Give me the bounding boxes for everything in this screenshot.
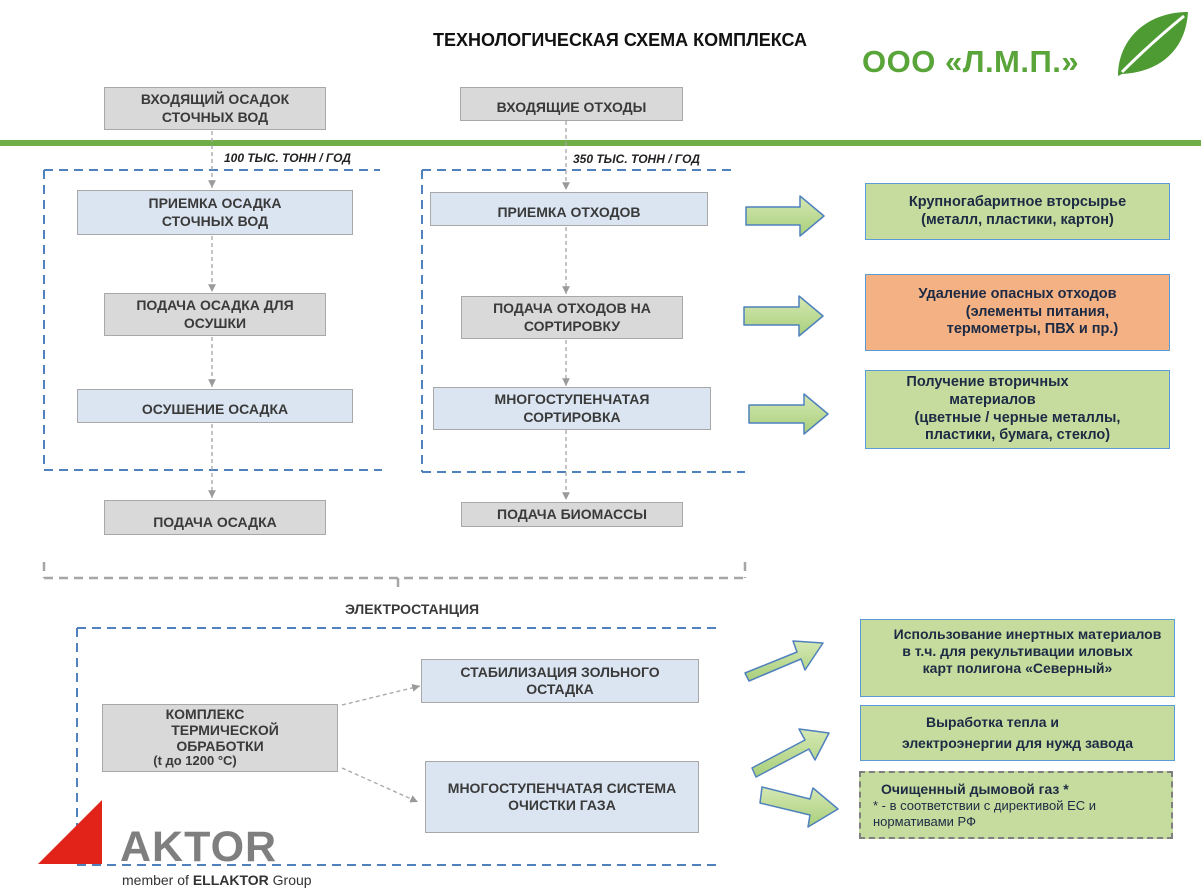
thermal-complex-line2: ТЕРМИЧЕСКОЙ	[171, 721, 279, 738]
sludge-reception-label: ПРИЕМКА ОСАДКА СТОЧНЫХ ВОД	[148, 195, 282, 229]
input-sewage-sludge-label: ВХОДЯЩИЙ ОСАДОК СТОЧНЫХ ВОД	[140, 91, 290, 125]
gas-cleaning-label: МНОГОСТУПЕНЧАТАЯ СИСТЕМА ОЧИСТКИ ГАЗА	[447, 779, 677, 813]
result-secondary-materials-box: Получение вторичных материалов (цветные …	[865, 370, 1170, 449]
result-recyclables-line2: (металл, пластики, картон)	[921, 211, 1114, 228]
ash-stabilization-box: СТАБИЛИЗАЦИЯ ЗОЛЬНОГО ОСТАДКА	[421, 659, 699, 703]
sludge-feed-for-drying-label: ПОДАЧА ОСАДКА ДЛЯ ОСУШКИ	[136, 297, 294, 331]
result-secondary-line2: материалов	[949, 391, 1036, 408]
sludge-drying-box: ОСУШЕНИЕ ОСАДКА	[77, 389, 353, 423]
waste-capacity-label: 350 ТЫС. ТОНН / ГОД	[573, 152, 700, 166]
biomass-supply-box: ПОДАЧА БИОМАССЫ	[461, 502, 683, 527]
result-energy-box: Выработка тепла и электроэнергии для нуж…	[860, 705, 1175, 761]
result-flue-gas-box: Очищенный дымовой газ * * - в соответств…	[859, 771, 1173, 839]
multistage-sorting-box: МНОГОСТУПЕНЧАТАЯ СОРТИРОВКА	[433, 387, 711, 430]
input-waste-label: ВХОДЯЩИЕ ОТХОДЫ	[496, 99, 647, 116]
waste-reception-label: ПРИЕМКА ОТХОДОВ	[497, 204, 641, 221]
result-hazardous-line2: (элементы питания,	[965, 303, 1110, 320]
thermal-complex-line3: ОБРАБОТКИ	[176, 737, 264, 754]
sludge-capacity-label: 100 ТЫС. ТОНН / ГОД	[224, 151, 351, 165]
arrow-to-secondary	[748, 393, 829, 435]
waste-feed-to-sorting-label: ПОДАЧА ОТХОДОВ НА СОРТИРОВКУ	[493, 300, 651, 334]
result-energy-line2: электроэнергии для нужд завода	[901, 735, 1134, 751]
result-secondary-line3: (цветные / черные металлы,	[914, 409, 1121, 426]
result-secondary-line1: Получение вторичных	[906, 374, 1069, 391]
input-sewage-sludge-box: ВХОДЯЩИЙ ОСАДОК СТОЧНЫХ ВОД	[104, 87, 326, 130]
biomass-supply-label: ПОДАЧА БИОМАССЫ	[497, 505, 647, 522]
tagline-suffix: Group	[268, 872, 312, 888]
green-arrows	[743, 195, 839, 828]
result-inert-line3: карт полигона «Северный»	[922, 660, 1113, 677]
arrow-to-inert	[744, 640, 824, 682]
result-secondary-line4: пластики, бумага, стекло)	[924, 427, 1111, 444]
waste-feed-to-sorting-box: ПОДАЧА ОТХОДОВ НА СОРТИРОВКУ	[461, 296, 683, 339]
gas-cleaning-box: МНОГОСТУПЕНЧАТАЯ СИСТЕМА ОЧИСТКИ ГАЗА	[425, 761, 699, 833]
result-flue-gas-note1: * - в соответствии с директивой ЕС и	[873, 797, 1097, 813]
aktor-logo-tagline: member of ELLAKTOR Group	[122, 872, 312, 888]
result-flue-gas-title: Очищенный дымовой газ *	[881, 780, 1069, 797]
waste-reception-box: ПРИЕМКА ОТХОДОВ	[430, 192, 708, 226]
arrow-to-energy	[751, 728, 830, 778]
sludge-reception-box: ПРИЕМКА ОСАДКА СТОЧНЫХ ВОД	[77, 190, 353, 235]
sludge-supply-box: ПОДАЧА ОСАДКА	[104, 500, 326, 535]
result-inert-line2: в т.ч. для рекультивации иловых	[902, 643, 1133, 660]
sludge-drying-label: ОСУШЕНИЕ ОСАДКА	[141, 401, 289, 418]
tagline-prefix: member of	[122, 872, 193, 888]
sludge-supply-label: ПОДАЧА ОСАДКА	[153, 513, 277, 530]
power-station-label: ЭЛЕКТРОСТАНЦИЯ	[345, 601, 480, 617]
diagram-title: ТЕХНОЛОГИЧЕСКАЯ СХЕМА КОМПЛЕКСА	[432, 30, 808, 50]
thermal-treatment-complex-box: КОМПЛЕКС ТЕРМИЧЕСКОЙ ОБРАБОТКИ (t до 120…	[102, 704, 338, 772]
result-energy-line1: Выработка тепла и	[925, 714, 1060, 730]
result-recyclables-box: Крупногабаритное вторсырье (металл, плас…	[865, 183, 1170, 240]
thermal-complex-line4: (t до 1200 °С)	[153, 753, 237, 769]
result-inert-line1: Использование инертных материалов	[893, 626, 1162, 642]
arrow-to-hazardous	[743, 295, 824, 337]
merge-bracket	[42, 562, 747, 592]
leaf-logo-icon	[1118, 12, 1188, 76]
ash-stabilization-label: СТАБИЛИЗАЦИЯ ЗОЛЬНОГО ОСТАДКА	[460, 663, 660, 697]
result-inert-materials-box: Использование инертных материалов в т.ч.…	[860, 619, 1175, 697]
tagline-brand: ELLAKTOR	[192, 872, 269, 888]
arrow-to-flue-gas	[759, 786, 839, 828]
input-waste-box: ВХОДЯЩИЕ ОТХОДЫ	[460, 87, 683, 121]
aktor-logo-triangle-icon	[38, 800, 102, 864]
result-hazardous-line3: термометры, ПВХ и пр.)	[946, 321, 1119, 338]
result-flue-gas-note2: нормативами РФ	[873, 813, 976, 829]
multistage-sorting-label: МНОГОСТУПЕНЧАТАЯ СОРТИРОВКА	[494, 391, 650, 425]
right-process-region	[421, 169, 745, 473]
result-hazardous-line1: Удаление опасных отходов	[918, 285, 1117, 302]
sludge-feed-for-drying-box: ПОДАЧА ОСАДКА ДЛЯ ОСУШКИ	[104, 293, 326, 336]
company-name: ООО «Л.М.П.»	[862, 44, 1080, 79]
result-recyclables-line1: Крупногабаритное вторсырье	[908, 193, 1127, 210]
thermal-complex-line1: КОМПЛЕКС	[165, 706, 245, 723]
arrow-to-recyclables	[745, 195, 825, 237]
aktor-logo-text: AKTOR	[120, 823, 278, 871]
result-hazardous-box: Удаление опасных отходов (элементы питан…	[865, 274, 1170, 351]
